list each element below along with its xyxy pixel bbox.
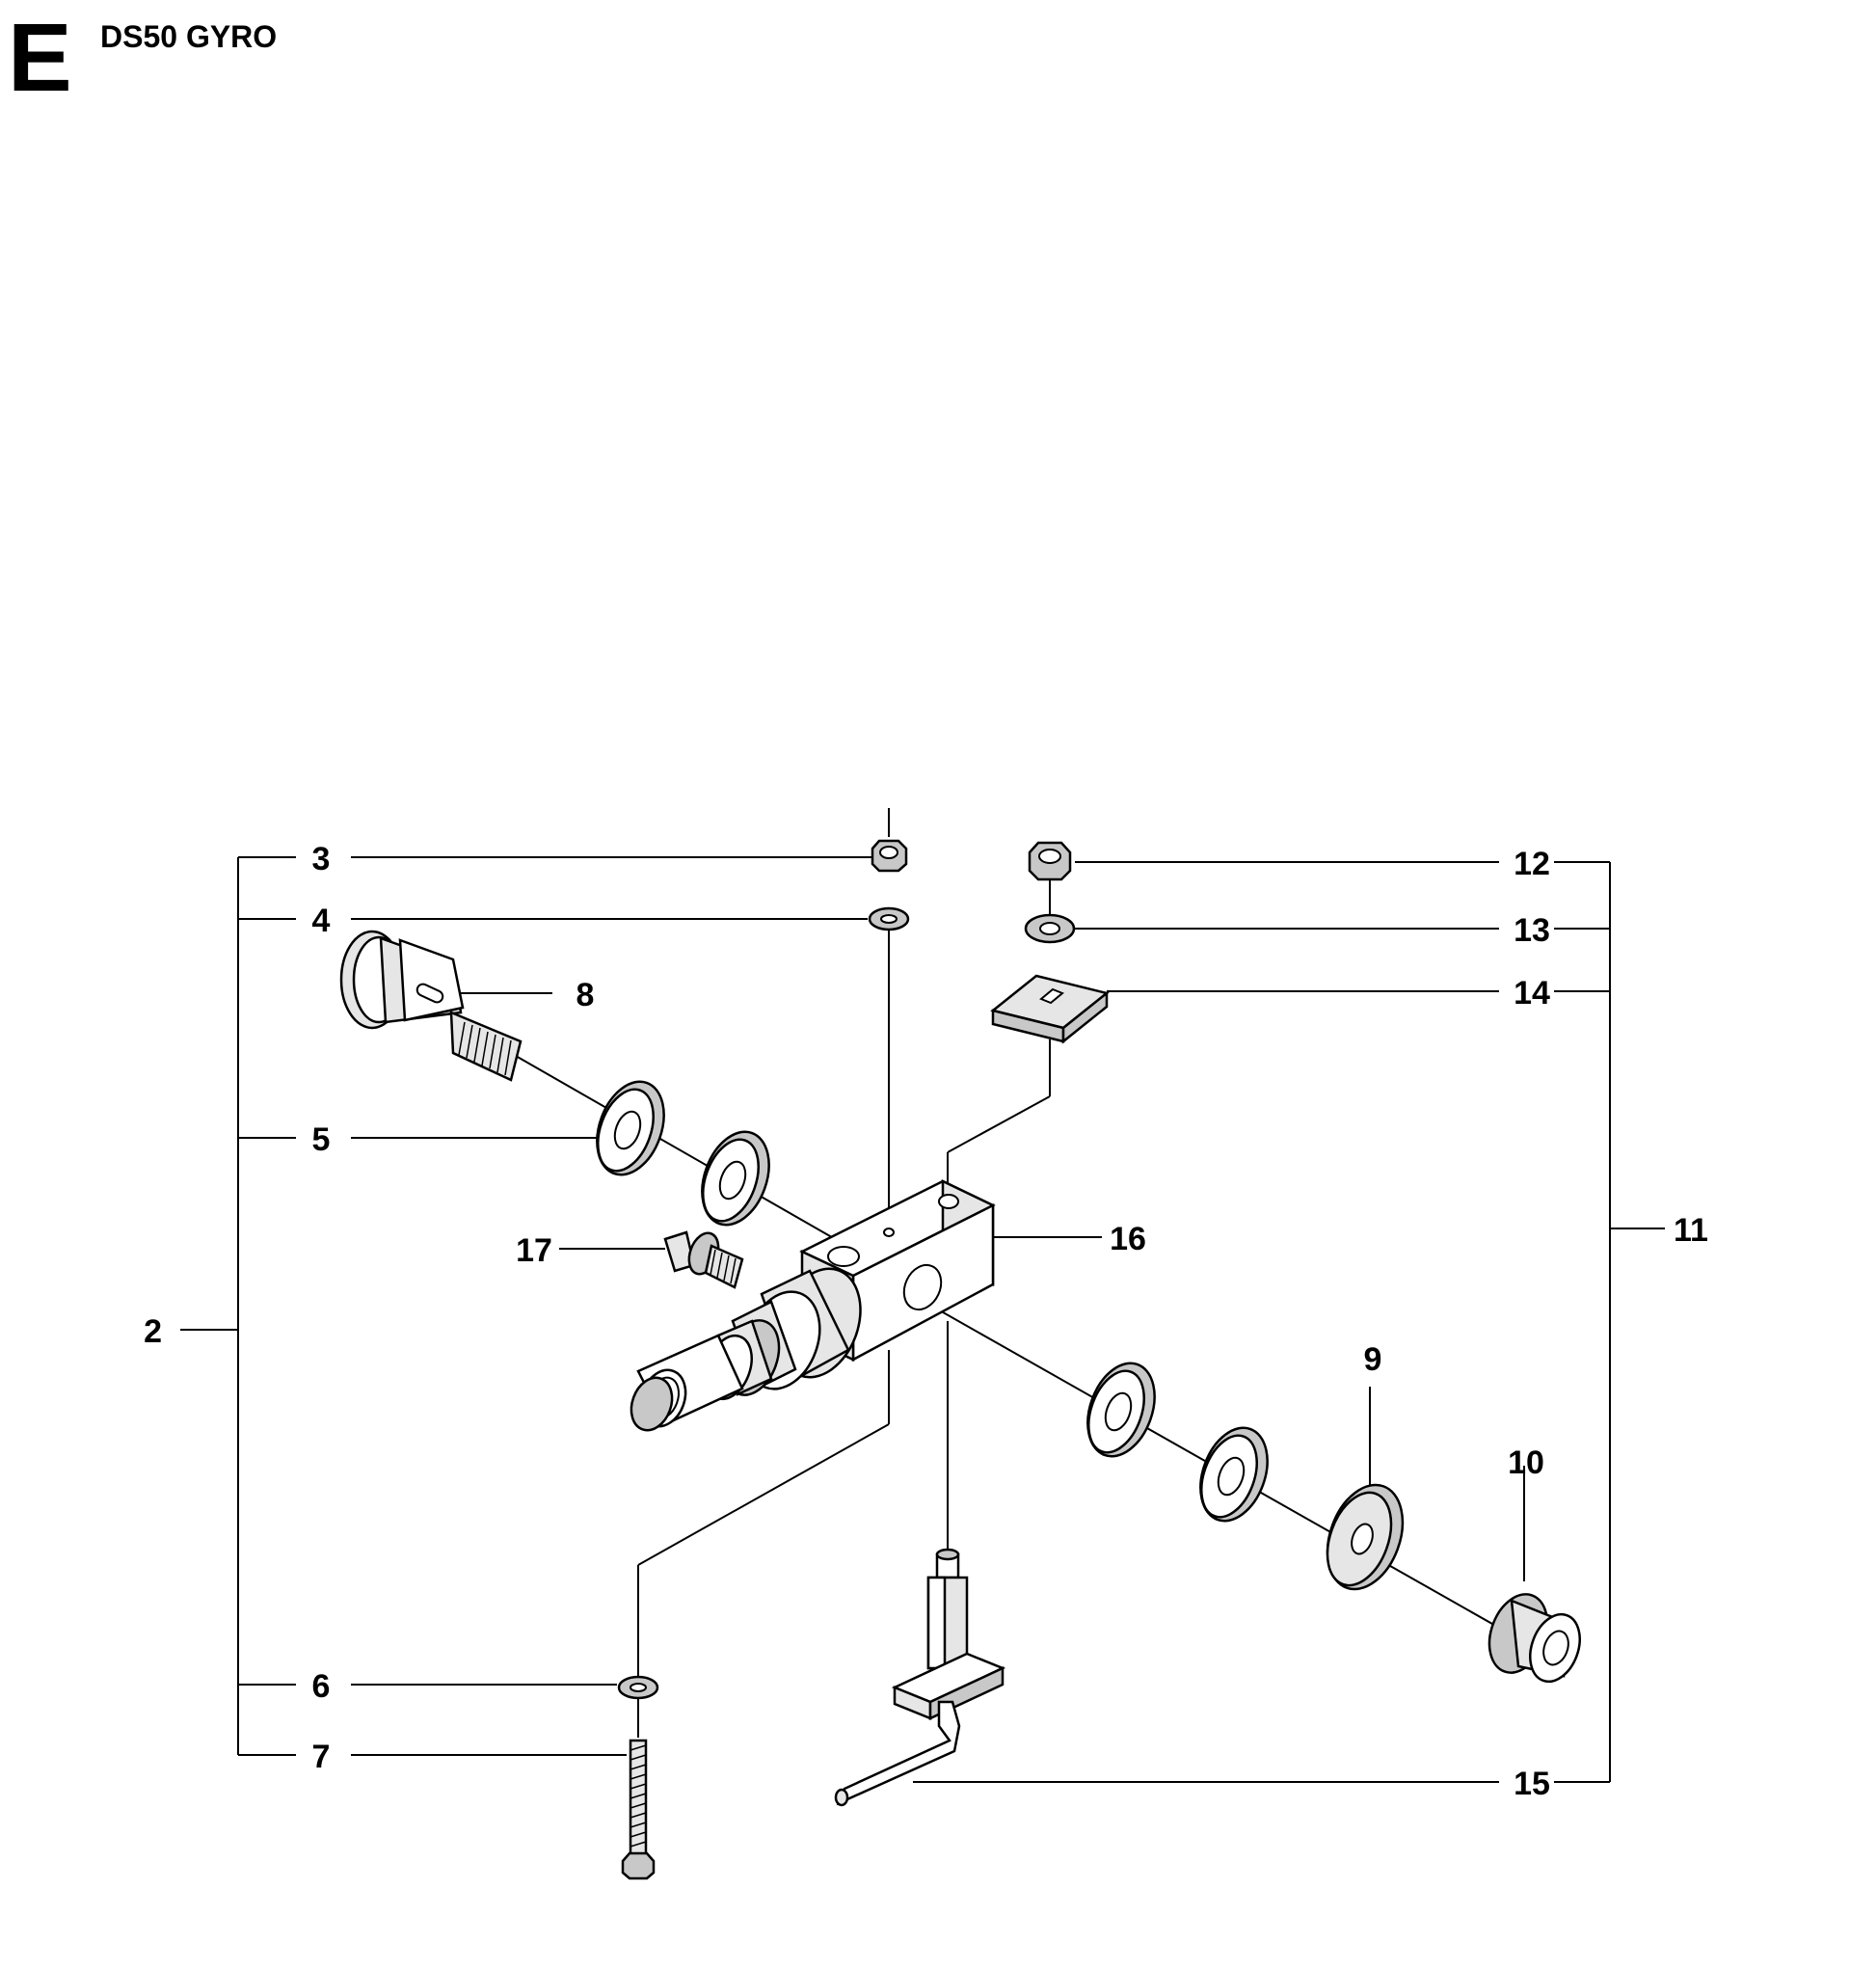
- callout-5: 5: [312, 1121, 331, 1158]
- callout-12: 12: [1514, 846, 1550, 882]
- part-7-bolt: [621, 1739, 656, 1880]
- part-16-gyro-block: [630, 1179, 996, 1432]
- part-9-washer-a: [1086, 1362, 1156, 1458]
- part-5-washer-a: [596, 1080, 665, 1176]
- part-12-nut: [1028, 841, 1072, 881]
- part-6-washer: [617, 1675, 659, 1700]
- callout-11: 11: [1674, 1212, 1708, 1249]
- callout-4: 4: [312, 903, 331, 939]
- callout-6: 6: [312, 1668, 331, 1705]
- part-4-washer: [868, 906, 910, 931]
- callout-13: 13: [1514, 912, 1550, 949]
- part-8-shaft-bolt: [339, 930, 523, 1082]
- callout-8: 8: [576, 977, 595, 1013]
- diagram-title: DS50 GYRO: [100, 19, 278, 54]
- left-group-bracket: [180, 856, 296, 1756]
- callout-7: 7: [312, 1739, 331, 1775]
- callout-14: 14: [1514, 975, 1550, 1012]
- callout-2: 2: [144, 1313, 162, 1350]
- callout-labels: 2 3 4 5 6 7 8 9 10 11 12 13 14 15 16 17: [144, 841, 1708, 1802]
- section-letter: E: [8, 4, 72, 112]
- part-3-nut: [871, 839, 908, 873]
- part-9-washer: [1326, 1483, 1405, 1591]
- part-5-washer-b: [701, 1130, 770, 1227]
- part-17-set-screw: [663, 1230, 744, 1289]
- right-group-bracket: [1554, 861, 1665, 1783]
- part-10-flange-nut: [1487, 1593, 1581, 1684]
- leader-lines: [351, 856, 1525, 1783]
- callout-15: 15: [1514, 1766, 1550, 1802]
- callout-9: 9: [1364, 1341, 1382, 1378]
- part-9-washer-b: [1199, 1426, 1269, 1523]
- callout-10: 10: [1508, 1444, 1544, 1481]
- part-13-washer: [1024, 913, 1076, 944]
- callout-3: 3: [312, 841, 331, 877]
- part-15-adjuster-post: [834, 1548, 1006, 1807]
- callout-17: 17: [516, 1232, 552, 1269]
- assembly-axis-lines: [515, 808, 1529, 1738]
- callout-16: 16: [1110, 1221, 1146, 1257]
- part-14-plate: [990, 974, 1110, 1044]
